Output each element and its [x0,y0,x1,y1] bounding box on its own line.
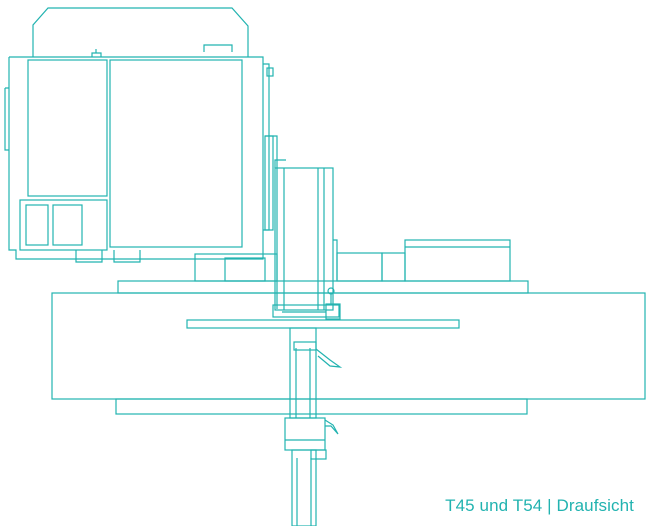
table-cross-plate [186,319,460,329]
shaft-bottom [291,449,317,526]
shaft-lever-bottom [324,419,339,435]
head-foot-2 [113,250,141,263]
head-right-plate [263,63,270,231]
deck-right-box [336,252,383,282]
head-foot-1 [75,250,103,263]
table-top [51,292,646,400]
deck-carriage [117,280,529,294]
head-right-panel [109,59,243,248]
column-right-shoulder [333,239,338,280]
column-foot [272,304,340,318]
head-top-cover [32,7,249,57]
vertical-column [264,135,341,320]
column-top-cap [274,159,286,168]
head-right-knob [266,67,274,77]
shaft-lower-block [284,417,326,451]
drawing-caption: T45 und T54 | Draufsicht [445,496,634,515]
deck-block-left-inner [224,257,266,282]
lower-shaft [284,327,343,526]
column-body [274,167,334,311]
head-small-window-1 [25,204,49,246]
column-probe-block [325,303,341,320]
head-small-window-2 [52,204,83,246]
shaft-bottom-collar [310,449,327,460]
deck-right-box-2 [381,252,406,282]
column-bracket-lower [264,135,274,231]
head-left-panel [27,59,108,197]
head-lower-bay [19,199,108,251]
head-top-cap [203,44,233,52]
main-table [51,292,646,415]
head-housing [8,56,264,260]
deck-right-cabinet [404,239,511,282]
shaft-collar-top [293,341,317,351]
middle-deck [117,239,529,294]
table-base [115,398,528,415]
head-top-knob [91,49,102,57]
shaft-lever-top [315,348,343,368]
machine-head [4,7,274,263]
head-left-strip [4,87,9,151]
